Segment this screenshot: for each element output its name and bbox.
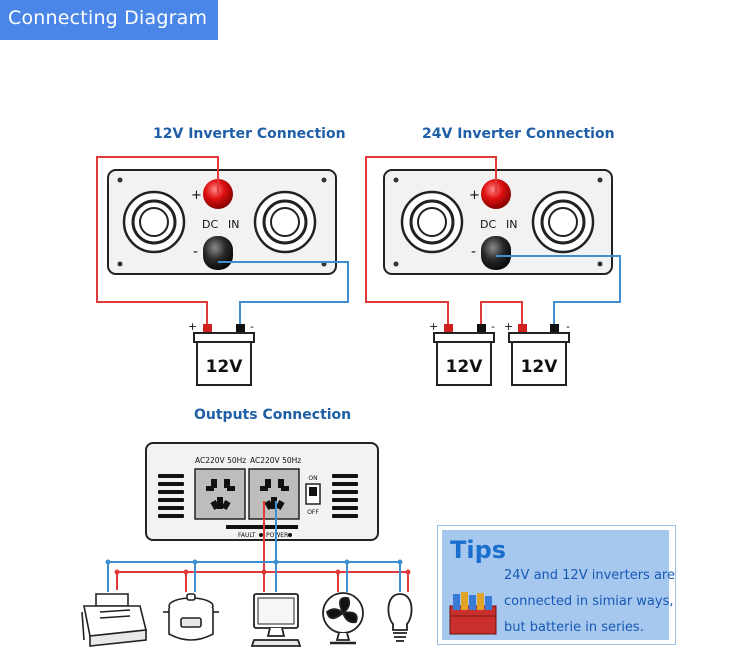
- battery-plus-label: +: [504, 320, 513, 333]
- wiring-12v: [96, 156, 349, 324]
- tips-line-1: 24V and 12V inverters are: [504, 568, 675, 583]
- tips-heading: Tips: [450, 536, 507, 564]
- switch-off-label: OFF: [307, 509, 319, 516]
- inverter-dc-label: DC: [480, 218, 496, 231]
- inverter-in-label: IN: [228, 218, 239, 231]
- battery-plus-label: +: [188, 320, 197, 333]
- banner-title: Connecting Diagram: [8, 7, 208, 29]
- inverter-in-label: IN: [506, 218, 517, 231]
- power-indicator-label: POWER: [266, 532, 288, 539]
- battery-24v-b: + - 12V: [504, 320, 570, 386]
- battery-plus-label: +: [429, 320, 438, 333]
- cooling-fan-icon: [400, 190, 464, 254]
- inverter-24v: + - DC IN: [383, 169, 613, 275]
- light-bulb-icon: [387, 593, 413, 642]
- battery-voltage-label: 12V: [521, 357, 559, 377]
- cooling-fan-icon: [122, 190, 186, 254]
- rice-cooker-icon: [163, 593, 219, 641]
- fault-indicator-label: FAULT: [238, 532, 256, 539]
- tips-line-2: connected in simiar ways,: [504, 594, 674, 609]
- cooling-fan-icon: [253, 190, 317, 254]
- battery-minus-label: -: [250, 320, 254, 333]
- printer-icon: [81, 593, 147, 647]
- wiring-24v: [365, 156, 621, 324]
- header-banner: Connecting Diagram: [0, 0, 218, 40]
- switch-on-label: ON: [308, 475, 317, 482]
- battery-minus-label: -: [566, 320, 570, 333]
- battery-pack-icon: [449, 592, 497, 635]
- section-title-outputs: Outputs Connection: [194, 407, 352, 423]
- socket-rating-label: AC220V 50Hz: [195, 456, 246, 465]
- ac-socket-icon: [248, 468, 300, 520]
- battery-minus-label: -: [491, 320, 495, 333]
- inverter-dc-label: DC: [202, 218, 218, 231]
- negative-terminal-icon: [203, 236, 233, 270]
- tips-line-3: but batterie in series.: [504, 620, 644, 635]
- ac-socket-icon: [194, 468, 246, 520]
- battery-12v: + - 12V: [188, 320, 255, 386]
- power-switch: [305, 483, 321, 505]
- battery-voltage-label: 12V: [206, 357, 244, 377]
- battery-voltage-label: 12V: [446, 357, 484, 377]
- section-title-24v: 24V Inverter Connection: [422, 126, 615, 142]
- fan-icon: [322, 592, 364, 645]
- inverter-minus-label: -: [471, 244, 476, 260]
- negative-terminal-icon: [481, 236, 511, 270]
- inverter-plus-label: +: [469, 188, 480, 203]
- socket-rating-label: AC220V 50Hz: [250, 456, 301, 465]
- inverter-plus-label: +: [191, 188, 202, 203]
- cooling-fan-icon: [531, 190, 595, 254]
- inverter-minus-label: -: [193, 244, 198, 260]
- outputs-panel: AC220V 50Hz AC220V 50Hz ON OFF FAULT POW…: [145, 442, 379, 541]
- section-title-12v: 12V Inverter Connection: [153, 126, 346, 142]
- battery-24v-a: + - 12V: [429, 320, 495, 386]
- computer-icon: [250, 593, 302, 647]
- tips-box: Tips 24V and 12V inverters are connected…: [437, 525, 676, 645]
- inverter-12v: + - DC IN: [107, 169, 337, 275]
- tips-panel: Tips 24V and 12V inverters are connected…: [442, 530, 675, 640]
